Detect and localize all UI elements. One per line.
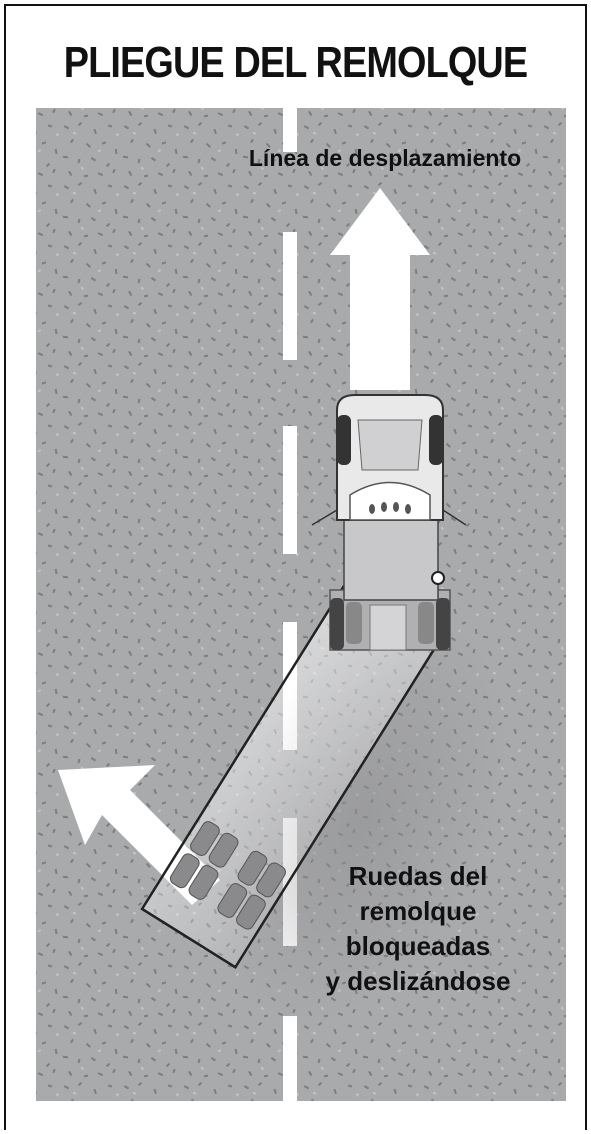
wheels-label-line4: y deslizándose <box>326 966 511 996</box>
wheels-label-line1: Ruedas del <box>349 861 488 891</box>
wheels-label-line2: remolque <box>359 896 476 926</box>
travel-line-label: Línea de desplazamiento <box>249 145 521 171</box>
wheels-label-line3: bloqueadas <box>346 931 490 961</box>
